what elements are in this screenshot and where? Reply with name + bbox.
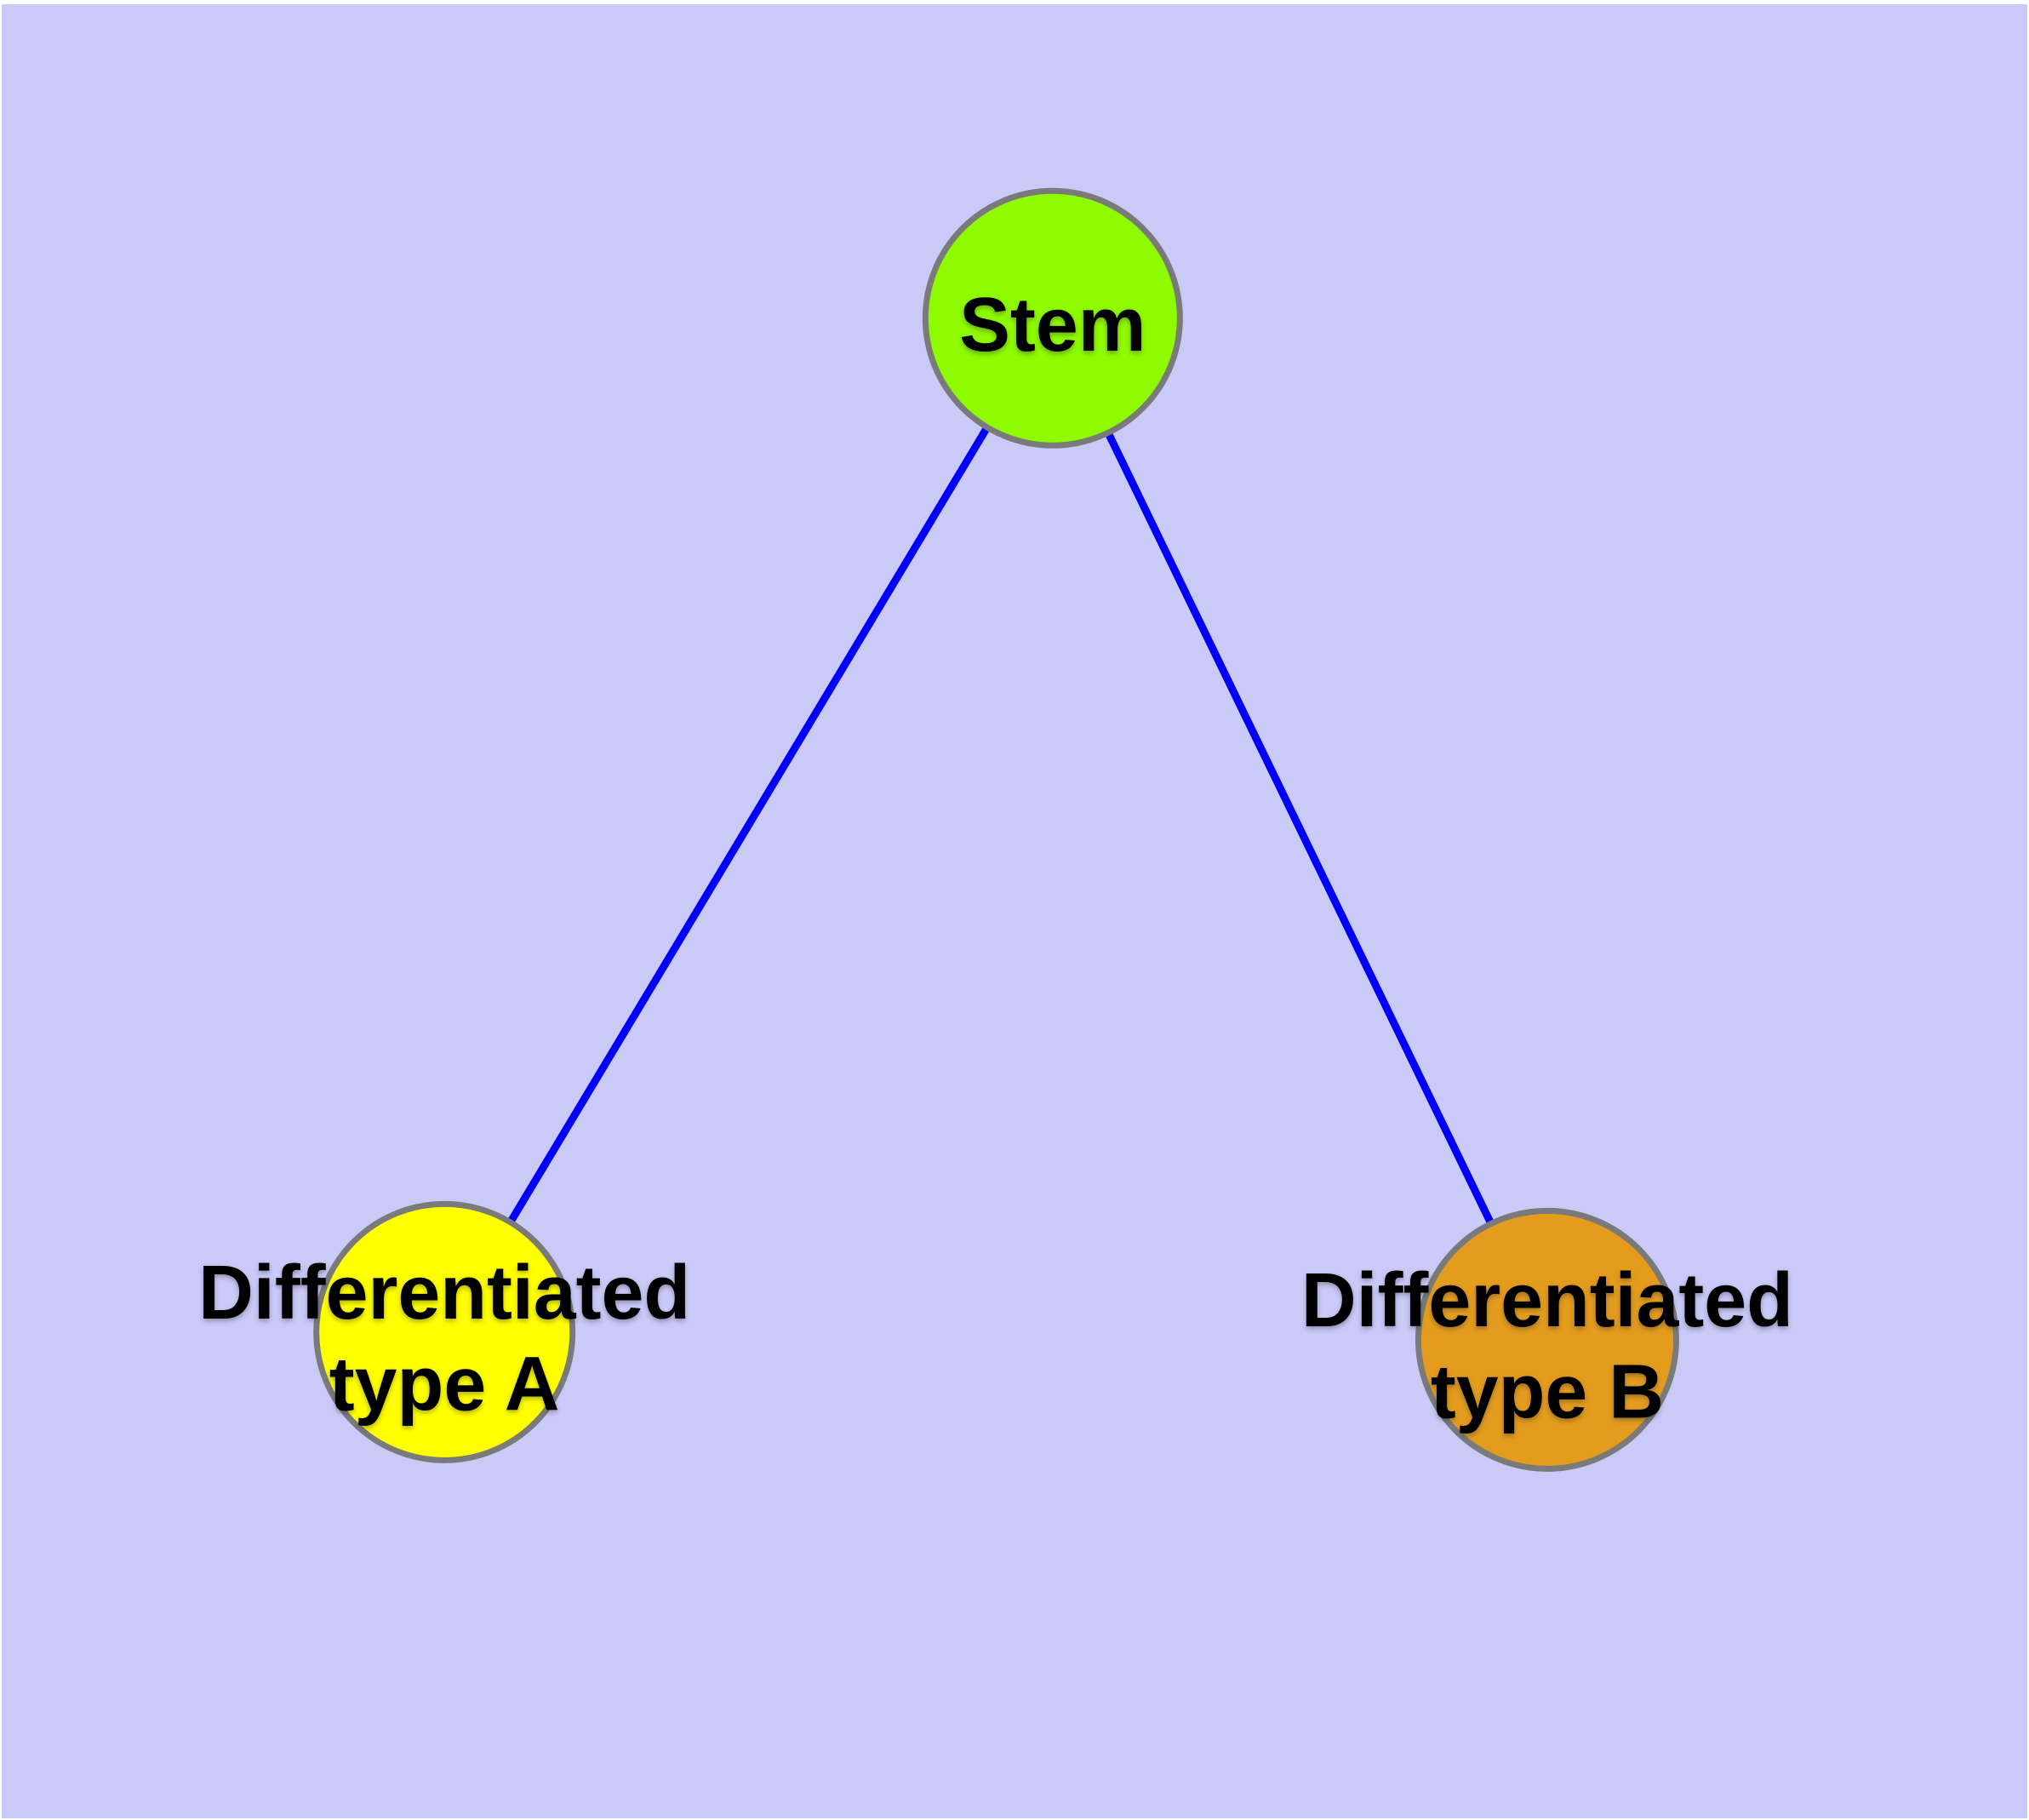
node-differentiated-type-b xyxy=(1415,1207,1679,1472)
edges-layer xyxy=(441,316,1551,1342)
edge-stem-to-differentiated-type-b xyxy=(1049,316,1551,1342)
node-differentiated-type-a-label-line-2: type A xyxy=(329,1342,560,1428)
edge-stem-to-differentiated-type-a xyxy=(441,316,1056,1335)
node-stem xyxy=(922,187,1183,449)
node-differentiated-type-a-label-line-1: Differentiated xyxy=(198,1251,690,1336)
node-differentiated-type-a xyxy=(313,1200,576,1463)
node-differentiated-type-b-label-line-1: Differentiated xyxy=(1301,1258,1793,1343)
node-stem-label-line-1: Stem xyxy=(959,283,1146,368)
node-differentiated-type-b-label-line-2: type B xyxy=(1431,1350,1664,1435)
nodes-layer xyxy=(313,187,1679,1472)
